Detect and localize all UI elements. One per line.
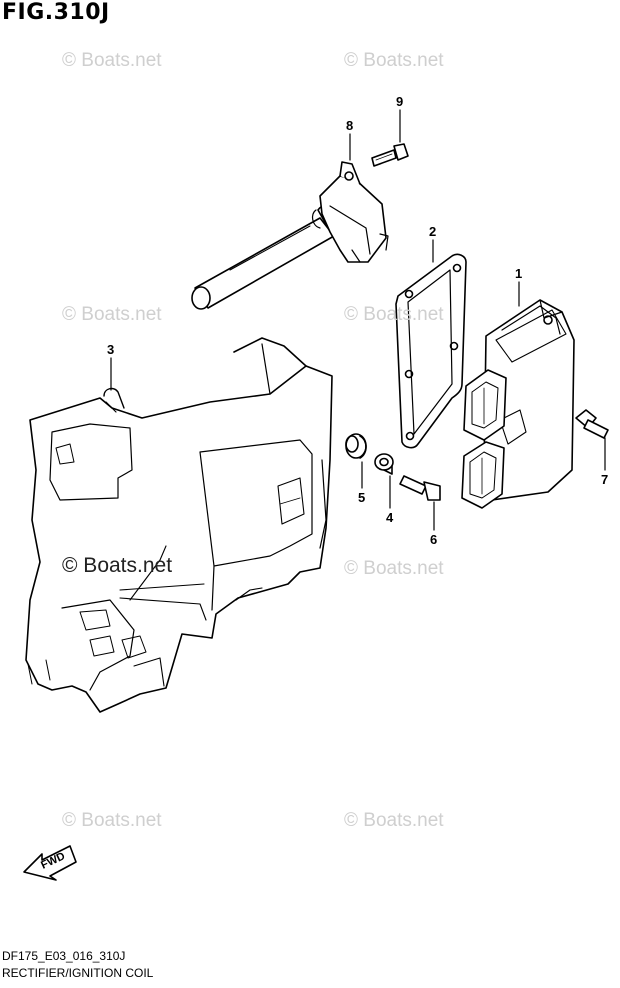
callout-9: 9 xyxy=(396,94,404,109)
callout-4: 4 xyxy=(386,510,394,525)
watermark: © Boats.net xyxy=(62,554,173,577)
bolt-9 xyxy=(371,143,409,167)
figure-caption: RECTIFIER/IGNITION COIL xyxy=(2,966,154,980)
watermark: © Boats.net xyxy=(344,304,444,325)
watermark: © Boats.net xyxy=(344,50,444,71)
callout-7: 7 xyxy=(601,472,609,487)
callout-2: 2 xyxy=(429,224,437,239)
figure-code: DF175_E03_016_310J xyxy=(2,949,126,963)
watermark: © Boats.net xyxy=(344,558,444,579)
gasket xyxy=(395,253,467,449)
callout-6: 6 xyxy=(430,532,438,547)
bracket xyxy=(25,337,333,713)
collar xyxy=(374,453,394,475)
watermark: © Boats.net xyxy=(344,810,444,831)
watermark: © Boats.net xyxy=(62,810,162,831)
grommet xyxy=(345,433,367,459)
callout-3: 3 xyxy=(107,342,115,357)
figure-title: FIG.310J xyxy=(2,0,110,25)
bolt-7 xyxy=(575,409,609,439)
rectifier xyxy=(461,299,575,509)
callout-1: 1 xyxy=(515,266,523,281)
bolt-6 xyxy=(399,475,441,501)
watermark: © Boats.net xyxy=(62,50,162,71)
callout-5: 5 xyxy=(358,490,366,505)
ignition-coil xyxy=(191,161,389,310)
watermark: © Boats.net xyxy=(62,304,162,325)
callout-8: 8 xyxy=(346,118,354,133)
fwd-arrow: FWD xyxy=(23,845,77,881)
